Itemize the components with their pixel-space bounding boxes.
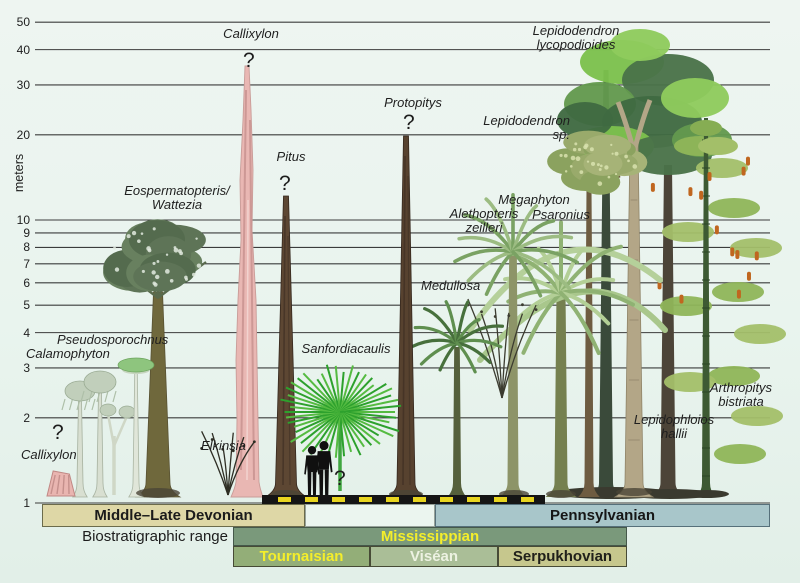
tree-arthropitys-bistriata <box>650 118 786 498</box>
stage-bar-serpukhovian: Serpukhovian <box>498 546 627 567</box>
stage-bar-visean: Viséan <box>370 546 498 567</box>
human-figures <box>304 441 333 497</box>
tree-callixylon-tall <box>230 65 264 498</box>
period-bar-devonian: Middle–Late Devonian <box>42 504 305 527</box>
taxon-label-callixylon-devonian: Callixylon <box>21 447 77 462</box>
tick-label-4: 4 <box>23 325 30 340</box>
tree-pseudosporochnus <box>61 357 155 498</box>
question-mark-protopitys: ? <box>403 111 415 134</box>
tick-label-3: 3 <box>23 360 30 375</box>
tick-label-20: 20 <box>16 127 30 142</box>
taxon-label-sanfordiacaulis: Sanfordiacaulis <box>301 341 391 356</box>
question-mark-sanfordiacaulis: ? <box>334 467 346 490</box>
subperiod-bar-mississippian: Mississippian <box>233 527 627 546</box>
taxon-label-eospermatopteris: Eospermatopteris/Wattezia <box>124 183 230 213</box>
taxon-label-calamophyton: Calamophyton <box>26 346 110 361</box>
tick-label-7: 7 <box>23 256 30 271</box>
taxon-label-medullosa: Medullosa <box>421 278 481 293</box>
question-mark-callixylon-devonian: ? <box>52 421 64 444</box>
axis-unit-label: meters <box>12 153 26 193</box>
scale-bar <box>262 495 545 504</box>
tree-sanfordiacaulis <box>280 364 402 491</box>
tree-alethopteris-zeilleri <box>466 298 538 399</box>
question-mark-callixylon-tall: ? <box>243 49 255 72</box>
tree-callixylon-devonian <box>46 470 76 497</box>
tree-medullosa <box>409 300 505 497</box>
tree-protopitys <box>385 135 427 498</box>
tick-label-40: 40 <box>16 42 30 57</box>
taxon-label-pseudosporochnus: Pseudosporochnus <box>57 332 169 347</box>
period-bar-pennsylvanian: Pennsylvanian <box>435 504 770 527</box>
tick-label-50: 50 <box>16 15 30 30</box>
tick-label-30: 30 <box>16 77 30 92</box>
tick-label-8: 8 <box>23 240 30 255</box>
stage-bar-tournaisian: Tournaisian <box>233 546 370 567</box>
tick-label-10: 10 <box>16 213 30 227</box>
tick-label-2: 2 <box>23 410 30 425</box>
tree-lepidodendron-sp <box>547 130 648 497</box>
tick-label-5: 5 <box>23 298 30 313</box>
tree-eospermatopteris <box>103 219 207 498</box>
tick-label-1: 1 <box>23 496 30 510</box>
tree-psaronius <box>453 193 580 497</box>
tick-label-9: 9 <box>23 225 30 240</box>
taxon-label-megaphyton: Megaphyton <box>498 192 570 207</box>
tree-pitus <box>264 195 308 498</box>
biostratigraphic-range-label: Biostratigraphic range <box>82 528 228 545</box>
taxon-label-callixylon-tall: Callixylon <box>223 26 279 41</box>
taxon-label-pitus: Pitus <box>276 149 306 164</box>
tree-elkinsia <box>200 431 256 496</box>
taxon-label-elkinsia: Elkinsia <box>201 438 246 453</box>
taxon-label-protopitys: Protopitys <box>384 95 442 110</box>
taxon-label-psaronius: Psaronius <box>532 207 590 222</box>
tick-label-6: 6 <box>23 275 30 290</box>
period-bar-unnamed-gap <box>305 504 435 527</box>
question-mark-pitus: ? <box>279 172 291 195</box>
